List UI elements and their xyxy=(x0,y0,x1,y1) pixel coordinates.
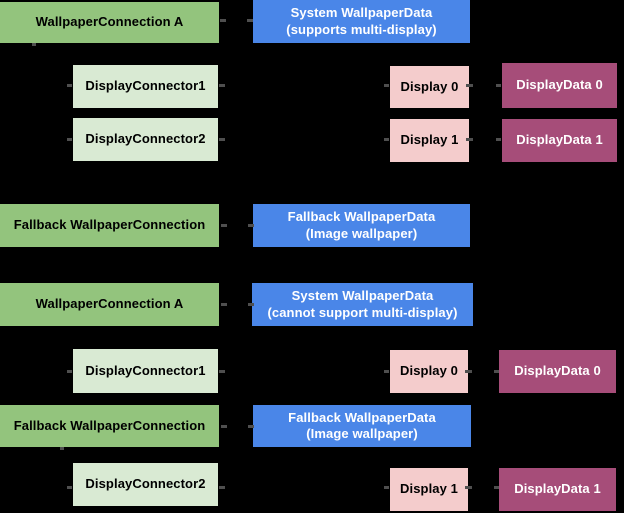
node-label: DisplayData 1 xyxy=(514,481,601,497)
node-system-wallpaper-data-2: System WallpaperData (cannot support mul… xyxy=(252,283,473,326)
connector-stub xyxy=(384,486,389,489)
node-label: DisplayData 0 xyxy=(514,363,601,379)
connector-stub xyxy=(465,370,472,373)
node-display-data-1-1: DisplayData 1 xyxy=(502,119,617,162)
node-fallback-wallpaper-data-2: Fallback WallpaperData (Image wallpaper) xyxy=(253,405,471,447)
node-label: Display 1 xyxy=(400,132,459,148)
connector-stub xyxy=(221,425,227,428)
connector-stub xyxy=(219,84,225,87)
connector-stub xyxy=(248,224,254,227)
connector-stub xyxy=(60,447,64,450)
node-display-data-1-2: DisplayData 1 xyxy=(499,468,616,511)
connector-stub xyxy=(67,370,72,373)
node-display-data-0-1: DisplayData 0 xyxy=(502,63,617,108)
connector-stub xyxy=(67,486,72,489)
connector-stub xyxy=(466,84,473,87)
node-wallpaper-connection-a-2: WallpaperConnection A xyxy=(0,283,219,326)
node-sublabel: (supports multi-display) xyxy=(286,21,437,37)
connector-stub xyxy=(496,138,501,141)
connector-stub xyxy=(384,370,389,373)
node-label: DisplayConnector1 xyxy=(85,362,206,378)
node-label: System WallpaperData xyxy=(291,288,434,303)
node-label: Display 1 xyxy=(400,481,458,497)
node-system-wallpaper-data-1: System WallpaperData (supports multi-dis… xyxy=(253,0,470,43)
node-fallback-wallpaper-connection-1: Fallback WallpaperConnection xyxy=(0,204,219,247)
connector-stub xyxy=(384,138,389,141)
node-label: DisplayConnector2 xyxy=(85,131,206,147)
connector-stub xyxy=(494,486,499,489)
node-fallback-wallpaper-connection-2: Fallback WallpaperConnection xyxy=(0,405,219,447)
connector-stub xyxy=(67,84,72,87)
node-label: Display 0 xyxy=(400,78,459,94)
connector-stub xyxy=(221,303,227,306)
node-label: DisplayConnector1 xyxy=(85,78,206,94)
node-label: DisplayConnector2 xyxy=(85,476,206,492)
node-display-1-2: Display 1 xyxy=(390,468,468,511)
node-display-data-0-2: DisplayData 0 xyxy=(499,350,616,393)
node-display-0-1: Display 0 xyxy=(390,66,469,108)
node-label: DisplayData 0 xyxy=(516,77,603,93)
node-label: Fallback WallpaperConnection xyxy=(13,217,206,233)
connector-stub xyxy=(221,224,227,227)
connector-stub xyxy=(248,303,254,306)
connector-stub xyxy=(247,19,253,22)
node-fallback-wallpaper-data-1: Fallback WallpaperData (Image wallpaper) xyxy=(253,204,470,247)
node-label: DisplayData 1 xyxy=(516,132,603,148)
connector-stub xyxy=(384,84,389,87)
node-sublabel: (cannot support multi-display) xyxy=(267,304,458,320)
connector-stub xyxy=(219,370,225,373)
connector-stub xyxy=(494,370,499,373)
connector-stub xyxy=(32,43,36,46)
connector-stub xyxy=(67,138,72,141)
node-display-connector-2-1: DisplayConnector2 xyxy=(73,118,218,161)
node-sublabel: (Image wallpaper) xyxy=(306,426,418,441)
connector-stub xyxy=(220,19,226,22)
node-label: Fallback WallpaperData xyxy=(287,209,436,224)
node-label: WallpaperConnection A xyxy=(35,296,184,312)
node-label: Fallback WallpaperConnection xyxy=(13,417,206,433)
node-wallpaper-connection-a-1: WallpaperConnection A xyxy=(0,2,219,43)
node-display-connector-1-1: DisplayConnector1 xyxy=(73,65,218,108)
connector-stub xyxy=(466,138,473,141)
node-label: Fallback WallpaperData xyxy=(288,409,436,425)
node-display-connector-2-2: DisplayConnector2 xyxy=(73,463,218,506)
connector-stub xyxy=(496,84,501,87)
node-sublabel: (Image wallpaper) xyxy=(305,225,418,241)
node-display-connector-1-2: DisplayConnector1 xyxy=(73,349,218,393)
connector-stub xyxy=(219,138,225,141)
node-label: System WallpaperData xyxy=(290,5,433,20)
node-label: Display 0 xyxy=(400,363,458,379)
node-display-1-1: Display 1 xyxy=(390,119,469,162)
node-display-0-2: Display 0 xyxy=(390,350,468,393)
connector-stub xyxy=(248,425,254,428)
node-label: WallpaperConnection A xyxy=(35,14,184,30)
connector-stub xyxy=(219,486,225,489)
connector-stub xyxy=(465,486,472,489)
